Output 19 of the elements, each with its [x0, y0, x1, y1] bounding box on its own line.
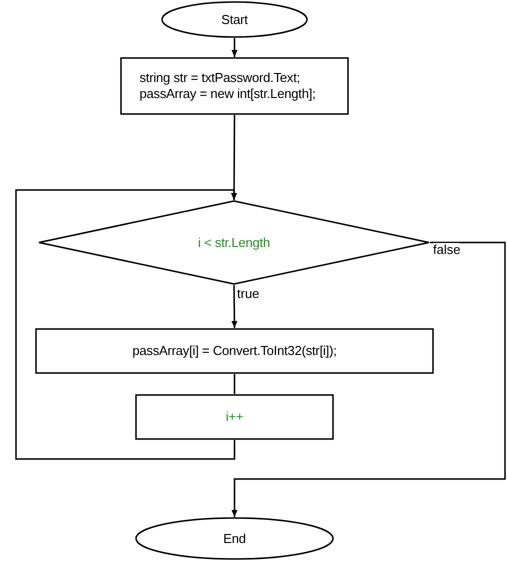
terminal-oval — [161, 1, 308, 38]
step-text: Start — [221, 12, 248, 28]
process-box — [135, 394, 334, 440]
arrow — [232, 38, 238, 57]
process-box — [120, 57, 349, 115]
step-text: passArray[i] = Convert.ToInt32(str[i]); — [132, 343, 337, 359]
arrow — [231, 285, 238, 328]
step-text: i++ — [226, 409, 244, 425]
terminal-oval — [135, 517, 334, 560]
decision-diamond — [38, 200, 430, 285]
arrow — [15, 189, 237, 460]
arrow — [232, 242, 506, 517]
edge-label: true — [237, 287, 260, 301]
condition-text: i < str.Length — [198, 234, 270, 250]
code-text: string str = txtPassword.Text; passArray = new int[str.Length]; — [140, 70, 317, 102]
process-box — [35, 328, 434, 374]
arrow — [231, 115, 238, 200]
edge-label: false — [433, 243, 460, 257]
step-text: End — [223, 530, 246, 546]
